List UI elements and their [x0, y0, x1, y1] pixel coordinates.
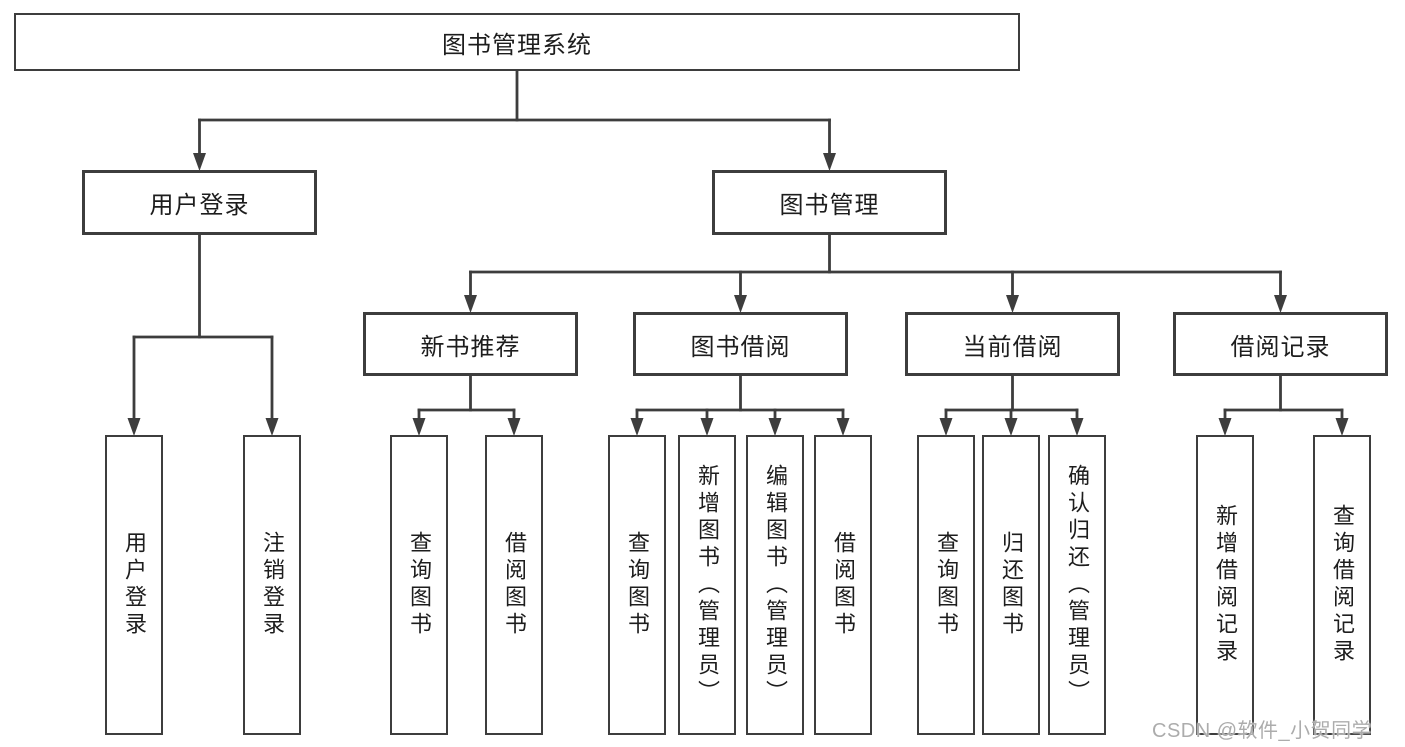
leaf-query-borrow-record: 查询借阅记录: [1313, 435, 1371, 735]
node-label: 图书借阅: [690, 333, 791, 361]
node-label: 图书管理: [779, 192, 880, 219]
leaf-label: 编辑图书（管理员）: [763, 463, 788, 707]
leaf-label: 新增借阅记录: [1213, 504, 1238, 666]
node-book-management: 图书管理: [712, 170, 947, 235]
leaf-label: 查询图书: [625, 531, 650, 639]
leaf-logout: 注销登录: [243, 435, 301, 735]
csdn-watermark: CSDN @软件_小贺同学: [1152, 720, 1373, 742]
node-current-borrowing: 当前借阅: [905, 312, 1120, 376]
node-label: 当前借阅: [962, 333, 1063, 361]
leaf-query-books-recommend: 查询图书: [390, 435, 448, 735]
leaf-user-login: 用户登录: [105, 435, 163, 735]
leaf-edit-books-admin: 编辑图书（管理员）: [746, 435, 804, 735]
leaf-add-books-admin: 新增图书（管理员）: [678, 435, 736, 735]
leaf-add-borrow-record: 新增借阅记录: [1196, 435, 1254, 735]
leaf-label: 用户登录: [122, 531, 147, 639]
leaf-label: 查询图书: [407, 531, 432, 639]
node-label: 用户登录: [149, 192, 250, 219]
node-user-login: 用户登录: [82, 170, 317, 235]
leaf-query-books-borrowing: 查询图书: [608, 435, 666, 735]
leaf-label: 借阅图书: [831, 531, 856, 639]
leaf-confirm-return-admin: 确认归还（管理员）: [1048, 435, 1106, 735]
leaf-borrow-books-recommend: 借阅图书: [485, 435, 543, 735]
leaf-return-books: 归还图书: [982, 435, 1040, 735]
leaf-label: 查询借阅记录: [1330, 504, 1355, 666]
node-new-book-recommend: 新书推荐: [363, 312, 578, 376]
leaf-label: 注销登录: [260, 531, 285, 639]
node-borrow-records: 借阅记录: [1173, 312, 1388, 376]
node-library-management-system: 图书管理系统: [14, 13, 1020, 71]
leaf-label: 新增图书（管理员）: [695, 463, 720, 707]
leaf-label: 借阅图书: [502, 531, 527, 639]
leaf-borrow-books: 借阅图书: [814, 435, 872, 735]
leaf-query-books-current: 查询图书: [917, 435, 975, 735]
node-label: 图书管理系统: [442, 31, 592, 59]
node-label: 借阅记录: [1230, 333, 1331, 361]
node-label: 新书推荐: [420, 333, 521, 361]
leaf-label: 查询图书: [934, 531, 959, 639]
node-book-borrowing: 图书借阅: [633, 312, 848, 376]
leaf-label: 确认归还（管理员）: [1065, 463, 1090, 707]
leaf-label: 归还图书: [999, 531, 1024, 639]
